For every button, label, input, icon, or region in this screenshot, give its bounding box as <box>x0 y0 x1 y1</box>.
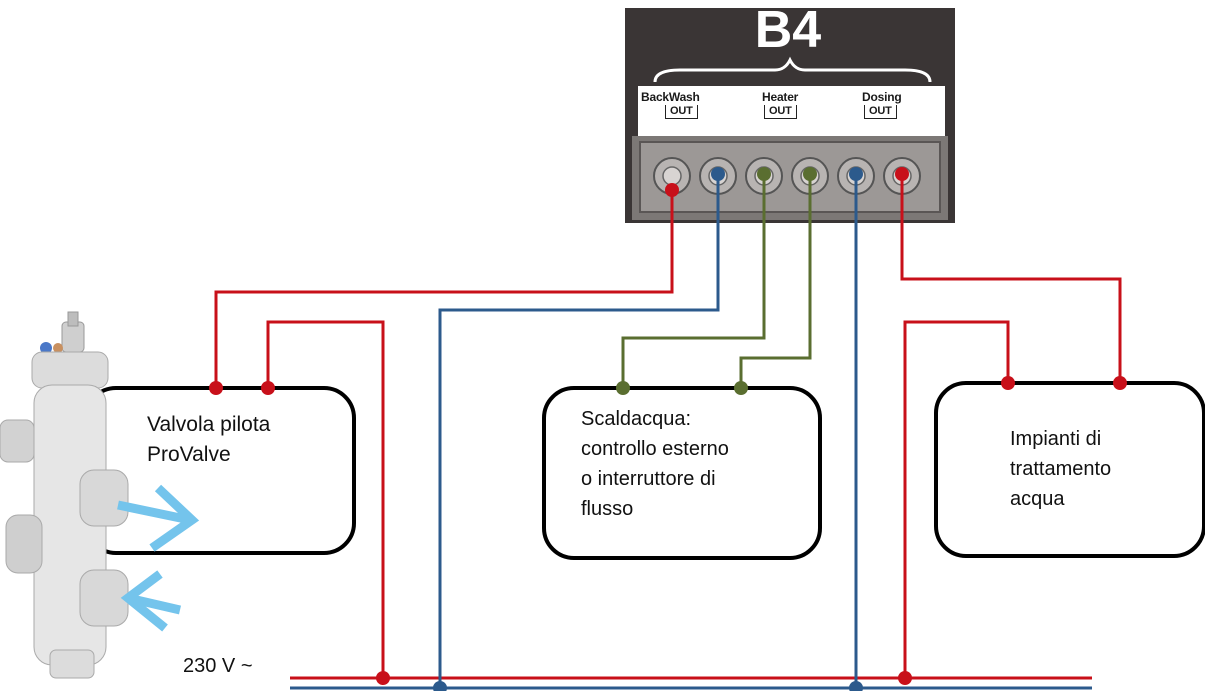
pilot-valve-icon <box>0 311 129 679</box>
junction-dot <box>711 167 725 181</box>
flow-in-arrow-icon <box>120 570 182 632</box>
board-title: B4 <box>754 1 822 59</box>
terminal-label-dosing: Dosing OUT <box>862 90 902 119</box>
terminal-name: BackWash <box>641 90 700 104</box>
terminal-io: OUT <box>665 105 698 119</box>
heater-wire-2 <box>739 178 812 388</box>
supply-voltage-label: 230 V ~ <box>183 655 253 677</box>
heater-label: Scaldacqua: controllo esterno o interrut… <box>581 408 729 520</box>
junction-dot <box>898 671 912 685</box>
junction-dot <box>665 183 679 197</box>
dosing-live-wire <box>900 178 1122 383</box>
valve-label: Valvola pilota ProValve <box>147 413 271 466</box>
junction-dot <box>734 381 748 395</box>
backwash-neutral-wire <box>438 178 720 688</box>
heater-wire-1 <box>621 178 766 388</box>
terminal-io: OUT <box>764 105 797 119</box>
treatment-label: Impianti di trattamento acqua <box>1010 428 1112 510</box>
terminal-screws <box>653 157 921 195</box>
terminal-name: Heater <box>762 90 799 104</box>
junction-dot <box>849 167 863 181</box>
junction-dot <box>1113 376 1127 390</box>
junction-dots <box>209 167 1127 691</box>
junction-dot <box>209 381 223 395</box>
treatment-supply-wire <box>903 320 1010 678</box>
junction-dot <box>433 681 447 691</box>
terminal-io: OUT <box>864 105 897 119</box>
junction-dot <box>849 681 863 691</box>
terminal-label-heater: Heater OUT <box>762 91 798 119</box>
flow-out-arrow-icon <box>117 484 200 552</box>
junction-dot <box>757 167 771 181</box>
treatment-box <box>934 381 1205 558</box>
terminal-screw-1 <box>653 157 691 195</box>
junction-dot <box>803 167 817 181</box>
heater-box <box>542 386 822 560</box>
junction-dot <box>1001 376 1015 390</box>
junction-dot <box>261 381 275 395</box>
valve-supply-wire <box>266 320 385 678</box>
terminal-label-backwash: BackWash OUT <box>641 91 700 119</box>
backwash-live-wire <box>214 190 674 388</box>
terminal-name: Dosing <box>862 90 902 104</box>
junction-dot <box>616 381 630 395</box>
junction-dot <box>376 671 390 685</box>
junction-dot <box>895 167 909 181</box>
